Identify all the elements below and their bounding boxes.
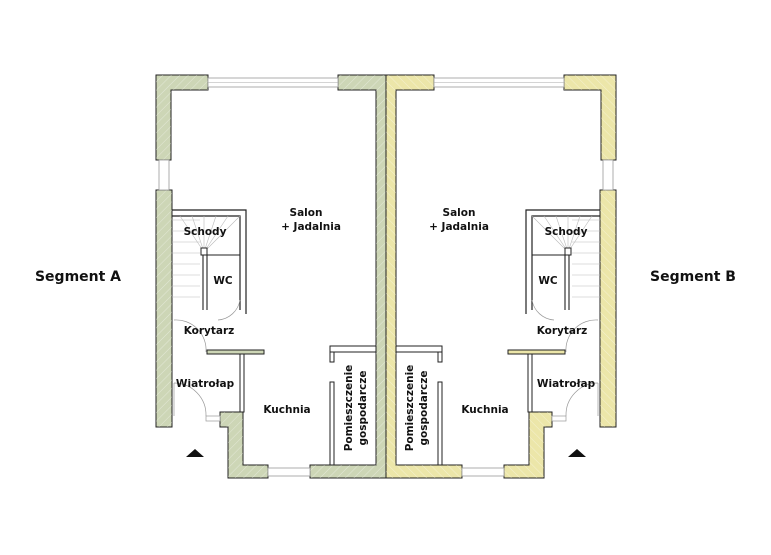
room-wiatrolap: Wiatrołap [176,378,235,390]
stair-step [531,215,569,253]
pantry-wall [437,381,443,466]
wall-hatch [600,190,616,427]
room-gospodarcze: gospodarcze [418,371,430,446]
pantry-wall [329,345,377,353]
stair-step [203,215,229,253]
room-schody: Schody [184,226,227,238]
room-jadalnia: + Jadalnia [281,221,341,233]
segment-a-title: Segment A [35,269,121,285]
segment-b-plan [385,74,617,479]
wall-hatch [310,75,386,478]
wc-wall [202,254,240,310]
window [602,159,614,191]
room-schody: Schody [545,226,588,238]
partition-wall [239,353,245,413]
room-wc: WC [538,275,558,287]
stair-step [567,215,593,253]
entrance-arrow-icon [186,449,204,457]
stair-step [203,215,241,253]
door-swing [565,319,599,353]
room-kuchnia: Kuchnia [263,404,310,416]
pantry-wall [395,345,443,353]
door-swing [173,319,207,353]
partition-wall [206,349,265,355]
room-wc: WC [213,275,233,287]
wall-hatch [156,75,208,160]
window [267,467,311,477]
room-salon: Salon [290,207,323,219]
segment-a-plan [155,74,387,479]
partition-wall [507,349,566,355]
room-kuchnia: Kuchnia [461,404,508,416]
stair-post [564,247,572,256]
stair-step [203,215,217,253]
wall-hatch [504,412,552,478]
window [461,467,505,477]
window [158,159,170,191]
pantry-wall [329,351,335,363]
wc-door-swing [531,299,555,321]
stair-step [567,215,581,253]
pantry-wall [437,351,443,363]
room-jadalnia: + Jadalnia [429,221,489,233]
door-frame [551,415,567,422]
wc-door-swing [217,299,241,321]
door-frame [205,415,221,422]
entrance-arrow-icon [568,449,586,457]
stair-post [200,247,208,256]
stair-step [543,215,569,253]
pantry-wall [329,381,335,466]
segment-b-title: Segment B [650,269,736,285]
stair-step [191,215,205,253]
room-korytarz: Korytarz [184,325,235,337]
wall-hatch [156,190,172,427]
wall-hatch [564,75,616,160]
stair-step [179,215,205,253]
room-salon: Salon [443,207,476,219]
wall-hatch [220,412,268,478]
entrance-door-swing [173,382,207,417]
room-korytarz: Korytarz [537,325,588,337]
wc-wall [532,254,570,310]
room-pomieszczenie: Pomieszczenie [343,365,355,452]
partition-wall [527,353,533,413]
room-wiatrolap: Wiatrołap [537,378,596,390]
wall-hatch [386,75,462,478]
room-gospodarcze: gospodarcze [357,371,369,446]
room-pomieszczenie: Pomieszczenie [404,365,416,452]
stair-step [555,215,569,253]
entrance-door-swing [565,382,599,417]
